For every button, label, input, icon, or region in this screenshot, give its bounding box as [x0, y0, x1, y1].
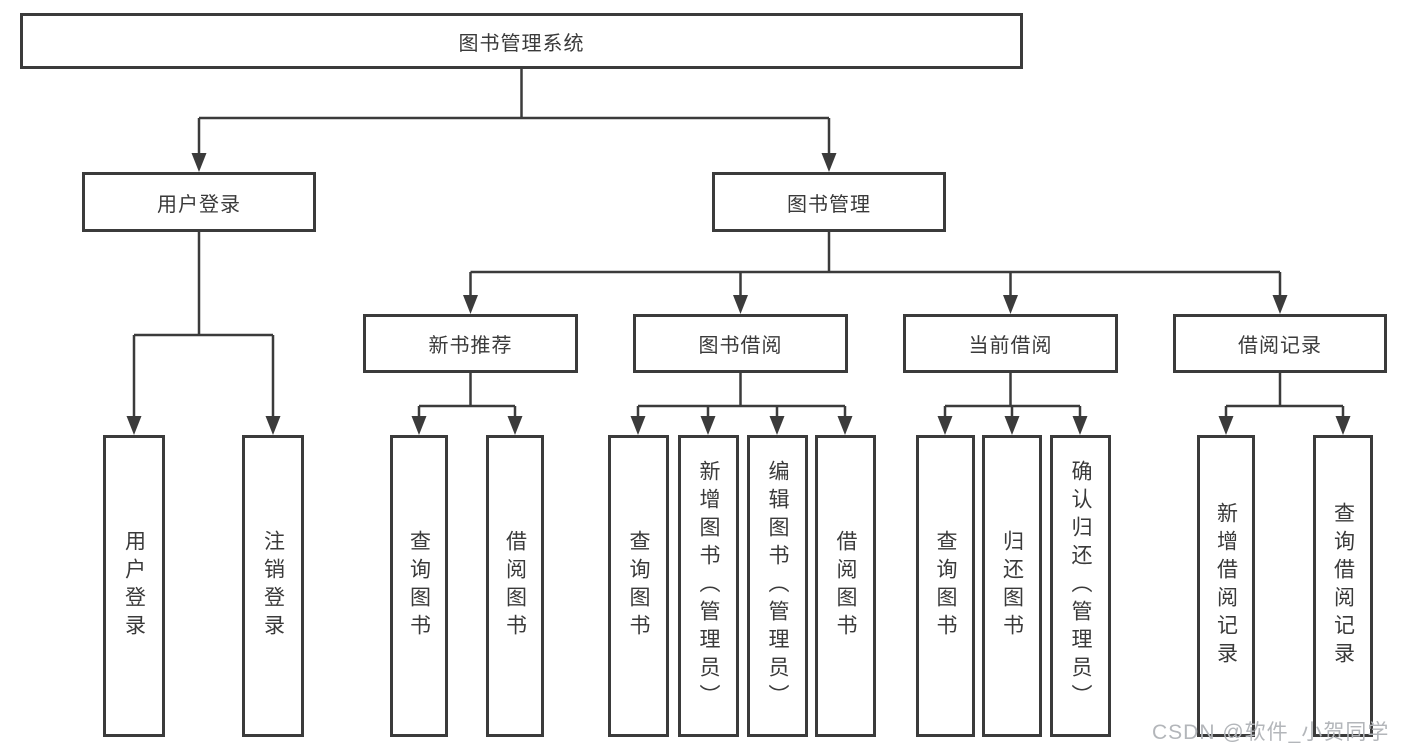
leaf-return-book: 归还图书 — [982, 435, 1042, 737]
node-borrowing-records: 借阅记录 — [1173, 314, 1387, 373]
node-label: 图书管理系统 — [458, 32, 585, 55]
leaf-edit-book-admin: 编辑图书（管理员） — [747, 435, 808, 737]
node-label: 归还图书 — [1000, 530, 1024, 642]
node-label: 新增图书（管理员） — [697, 460, 720, 712]
node-label: 用户登录 — [157, 193, 241, 216]
node-label: 当前借阅 — [968, 335, 1053, 357]
node-new-book-recommend: 新书推荐 — [363, 314, 578, 373]
node-label: 借阅图书 — [834, 530, 857, 642]
leaf-borrow-book: 借阅图书 — [815, 435, 876, 737]
node-label: 借阅图书 — [503, 530, 527, 642]
node-label: 新书推荐 — [428, 335, 513, 357]
node-book-borrowing: 图书借阅 — [633, 314, 848, 373]
leaf-add-book-admin: 新增图书（管理员） — [678, 435, 739, 737]
leaf-query-book-current: 查询图书 — [916, 435, 975, 737]
leaf-confirm-return-admin: 确认归还（管理员） — [1050, 435, 1111, 737]
leaf-logout: 注销登录 — [242, 435, 304, 737]
leaf-query-book-recommend: 查询图书 — [390, 435, 448, 737]
leaf-add-borrow-record: 新增借阅记录 — [1197, 435, 1255, 737]
leaf-borrow-book-recommend: 借阅图书 — [486, 435, 544, 737]
node-label: 图书管理 — [787, 193, 871, 216]
leaf-user-login: 用户登录 — [103, 435, 165, 737]
node-label: 查询图书 — [934, 530, 957, 642]
node-root-system: 图书管理系统 — [20, 13, 1023, 69]
node-label: 用户登录 — [122, 530, 146, 642]
csdn-watermark: CSDN @软件_小贺同学 — [1152, 721, 1390, 744]
node-book-management: 图书管理 — [712, 172, 946, 232]
node-label: 编辑图书（管理员） — [766, 460, 789, 712]
leaf-query-borrow-record: 查询借阅记录 — [1313, 435, 1373, 737]
node-user-login: 用户登录 — [82, 172, 316, 232]
node-label: 查询借阅记录 — [1331, 502, 1355, 670]
node-label: 确认归还（管理员） — [1069, 460, 1092, 712]
node-label: 查询图书 — [407, 530, 431, 642]
node-current-borrowing: 当前借阅 — [903, 314, 1118, 373]
node-label: 图书借阅 — [698, 335, 783, 357]
node-label: 注销登录 — [261, 530, 285, 642]
node-label: 查询图书 — [627, 530, 650, 642]
leaf-query-book-borrowing: 查询图书 — [608, 435, 669, 737]
node-label: 借阅记录 — [1238, 335, 1322, 357]
node-label: 新增借阅记录 — [1214, 502, 1238, 670]
